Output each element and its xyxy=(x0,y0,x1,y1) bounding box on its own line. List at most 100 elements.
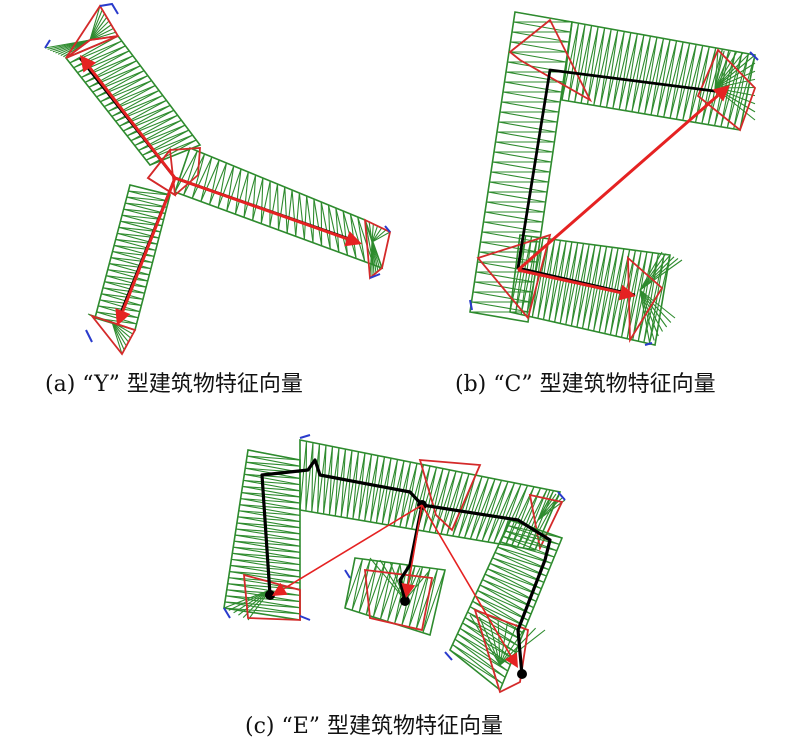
triangulation-edge xyxy=(291,189,297,237)
triangulation-edge xyxy=(303,195,308,240)
triangulation-edge xyxy=(142,134,193,156)
c-bottom-fan-b xyxy=(639,289,676,346)
triangulation-edge xyxy=(644,37,658,115)
triangulation-edge xyxy=(537,239,556,319)
fan-edge xyxy=(111,321,129,343)
triangulation-edge xyxy=(335,207,340,253)
triangulation-edge xyxy=(570,243,585,327)
triangulation-edge xyxy=(580,25,593,104)
triangulation-edge xyxy=(625,34,645,111)
fan-edge xyxy=(537,489,551,521)
fan-edge xyxy=(714,70,756,89)
triangulation-edge xyxy=(554,241,573,323)
fan-edge xyxy=(111,321,132,339)
triangulation-edge xyxy=(130,114,178,142)
triangulation-edge xyxy=(508,51,567,63)
triangulation-edge xyxy=(471,301,530,313)
triangulation-edge xyxy=(605,31,625,108)
triangulation-edge xyxy=(495,141,554,153)
triangulation-edge xyxy=(415,568,439,631)
fan-edge xyxy=(233,589,271,614)
triangulation-edge xyxy=(103,85,156,108)
triangulation-edge xyxy=(482,579,534,609)
triangulation-edge xyxy=(99,299,142,306)
triangulation-edge xyxy=(482,579,537,602)
triangulation-edge xyxy=(322,446,334,515)
triangulation-edge xyxy=(364,455,379,522)
triangulation-edge xyxy=(499,111,558,123)
fan-edge xyxy=(639,289,668,328)
fan-edge xyxy=(639,289,676,319)
triangulation-edge xyxy=(234,168,242,215)
triangulation-edge xyxy=(492,161,551,173)
fan-edge xyxy=(404,569,431,601)
e-building-diagram xyxy=(223,434,566,694)
triangulation-edge xyxy=(454,638,506,678)
y-right-end-fan xyxy=(363,218,392,280)
e-vector-left-head xyxy=(272,582,288,596)
triangulation-edge xyxy=(631,36,651,112)
triangulation-edge xyxy=(352,451,360,520)
e-vector-right-shaft xyxy=(421,504,512,657)
triangulation-edge xyxy=(644,38,665,115)
triangulation-edge xyxy=(484,211,543,223)
triangulation-edge xyxy=(260,180,271,224)
triangulation-edge xyxy=(96,70,145,98)
triangulation-edge xyxy=(88,60,137,88)
triangulation-edge xyxy=(387,459,399,526)
fan-edge xyxy=(89,24,112,41)
triangulation-edge xyxy=(320,201,331,250)
triangulation-edge xyxy=(342,210,349,256)
triangulation-edge xyxy=(295,192,300,237)
triangulation-edge xyxy=(656,40,678,117)
triangulation-edge xyxy=(372,561,386,618)
triangulation-edge xyxy=(492,557,545,583)
triangulation-edge xyxy=(191,156,213,199)
triangulation-edge xyxy=(102,287,145,294)
triangulation-edge xyxy=(464,617,516,653)
triangulation-edge xyxy=(494,551,547,577)
fan-edge xyxy=(379,559,406,601)
caption-b: (b) “C” 型建筑物特征向量 xyxy=(455,372,716,397)
triangulation-edge xyxy=(637,37,658,113)
triangulation-edge xyxy=(229,570,301,584)
corner-triangle xyxy=(557,491,566,501)
c-vector-top-shaft xyxy=(517,94,719,272)
triangulation-edge xyxy=(340,449,347,518)
e-endpoint-right xyxy=(517,669,527,679)
triangulation-edge xyxy=(499,485,528,545)
triangulation-edge xyxy=(358,454,373,521)
triangulation-edge xyxy=(217,165,235,209)
triangulation-edge xyxy=(458,474,477,538)
triangulation-edge xyxy=(227,583,301,596)
triangulation-edge xyxy=(123,208,166,214)
triangulation-edge xyxy=(487,191,546,203)
triangulation-edge xyxy=(277,186,286,231)
triangulation-edge xyxy=(200,156,213,202)
triangulation-edge xyxy=(225,595,301,609)
triangulation-edge xyxy=(125,202,167,208)
triangulation-edge xyxy=(494,551,550,571)
triangulation-edge xyxy=(548,241,567,322)
triangulation-edge xyxy=(733,53,750,130)
panel-e-building xyxy=(200,420,600,710)
triangulation-edge xyxy=(100,80,152,103)
caption-c: (c) “E” 型建筑物特征向量 xyxy=(245,714,504,739)
triangulation-edge xyxy=(580,26,599,104)
triangulation-edge xyxy=(650,39,671,116)
triangulation-edge xyxy=(81,55,134,78)
fan-edge xyxy=(537,493,557,521)
triangulation-edge xyxy=(663,41,684,118)
triangulation-edge xyxy=(358,452,366,521)
triangulation-edge xyxy=(84,55,134,83)
triangulation-edge xyxy=(489,181,548,193)
triangulation-edge xyxy=(311,443,321,513)
e-top-middle-fan xyxy=(418,458,482,532)
triangulation-edge xyxy=(119,104,171,127)
triangulation-edge xyxy=(358,559,371,613)
triangulation-edge xyxy=(515,236,533,314)
triangulation-edge xyxy=(493,482,516,544)
triangulation-edge xyxy=(142,129,190,156)
triangulation-edge xyxy=(351,558,364,611)
triangulation-edge xyxy=(542,239,556,320)
